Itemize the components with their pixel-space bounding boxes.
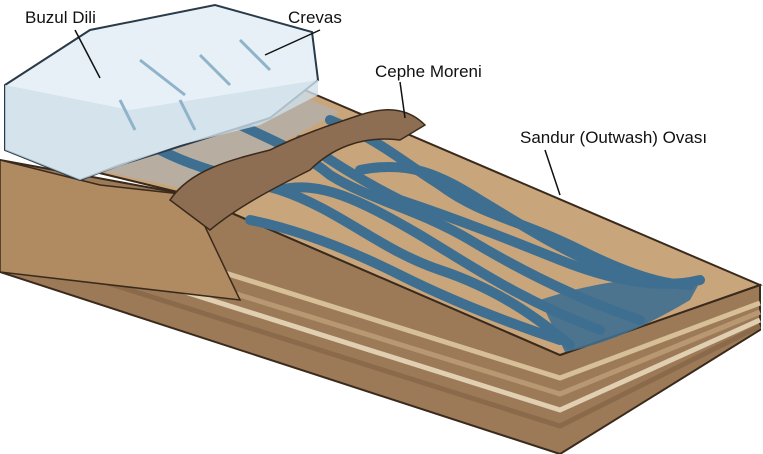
label-crevasse: Crevas — [288, 8, 342, 27]
crevasse-marks — [118, 38, 272, 131]
label-outwash-plain: Sandur (Outwash) Ovası — [520, 128, 708, 147]
ice-front-face — [5, 80, 318, 180]
label-glacier-tongue: Buzul Dili — [25, 8, 96, 27]
leader-lines — [74, 29, 561, 196]
outwash-water — [540, 279, 700, 352]
sediment-layers — [59, 237, 762, 429]
terminal-moraine-ridge — [168, 109, 427, 231]
label-terminal-moraine: Cephe Moreni — [375, 62, 482, 81]
